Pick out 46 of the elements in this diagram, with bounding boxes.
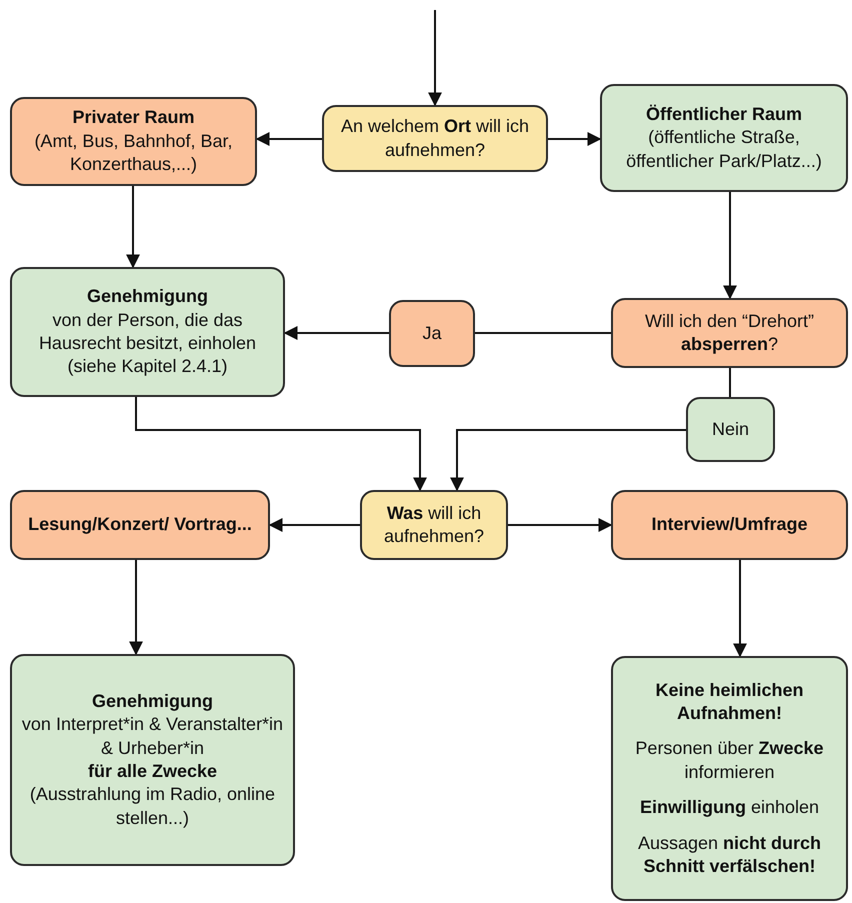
- arrow: [135, 397, 427, 492]
- box-heading: Genehmigung: [92, 690, 213, 713]
- arrow: [723, 192, 737, 300]
- box-text: Einwilligung einholen: [640, 796, 820, 820]
- box-text: Ja: [422, 322, 442, 345]
- box-heading: Keine heimlichen Aufnahmen!: [654, 678, 805, 726]
- process-box: [10, 654, 295, 866]
- decision-box: [611, 298, 848, 368]
- answer-box: [389, 300, 475, 367]
- connector-line: [729, 368, 731, 397]
- process-box: [611, 490, 848, 560]
- box-text: (öffentliche Straße, öffentlicher Park/Platz...): [625, 126, 823, 173]
- box-text: Interview/Umfrage: [651, 513, 808, 536]
- arrow: [428, 10, 442, 106]
- arrow: [284, 326, 389, 340]
- answer-box: [686, 397, 775, 462]
- box-text: Was will ich aufnehmen?: [382, 502, 486, 548]
- arrow: [129, 560, 143, 656]
- arrow: [268, 518, 360, 532]
- decision-box: [360, 490, 508, 560]
- process-box: [10, 267, 285, 397]
- box-heading: Privater Raum: [72, 106, 195, 130]
- process-box: [10, 490, 270, 560]
- box-text: Lesung/Konzert/ Vortrag...: [28, 513, 252, 536]
- box-text: für alle Zwecke: [88, 760, 218, 783]
- box-text: Nein: [712, 418, 750, 441]
- process-box: [10, 97, 257, 186]
- arrow: [508, 518, 612, 532]
- box-text: Aussagen nicht durch Schnitt verfälschen!: [636, 832, 822, 878]
- box-text: Personen über Zwecke informieren: [634, 737, 825, 784]
- decision-box: [322, 105, 548, 172]
- connector-line: [475, 332, 611, 334]
- process-box: [600, 84, 848, 192]
- arrow: [126, 186, 140, 268]
- arrow: [733, 560, 747, 658]
- box-text: (Amt, Bus, Bahnhof, Bar, Konzerthaus,...): [33, 130, 234, 176]
- box-text: Will ich den “Drehort” absperren?: [644, 310, 816, 356]
- process-box: [611, 656, 848, 901]
- box-heading: Öffentlicher Raum: [646, 102, 802, 126]
- box-heading: Genehmigung: [87, 285, 208, 308]
- arrow: [548, 132, 602, 146]
- arrow: [256, 132, 322, 146]
- box-text: von der Person, die das Hausrecht besitzt, einholen (siehe Kapitel 2.4.1): [38, 308, 258, 378]
- box-text: An welchem Ort will ich aufnehmen?: [340, 115, 530, 162]
- arrow: [450, 429, 686, 492]
- box-text: (Ausstrahlung im Radio, online stellen...): [28, 783, 276, 830]
